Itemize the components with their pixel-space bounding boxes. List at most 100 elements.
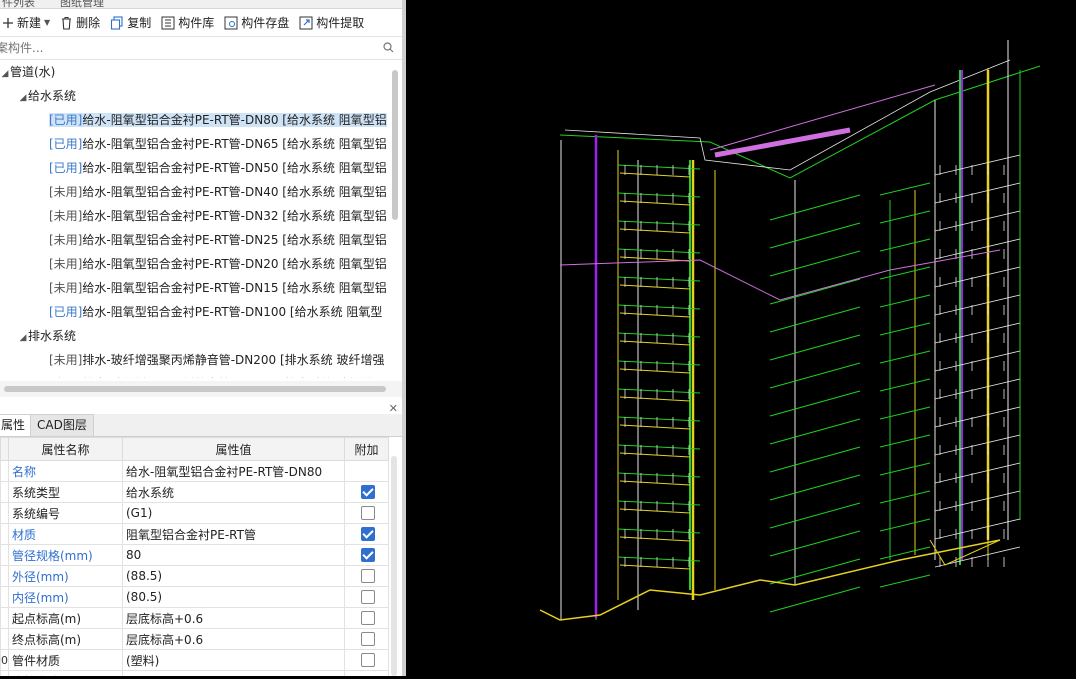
extra-cell xyxy=(344,670,389,676)
floor-branch xyxy=(619,172,691,178)
property-row[interactable]: 管径规格(mm)80 xyxy=(0,544,389,566)
extra-checkbox[interactable] xyxy=(361,548,375,563)
panel-splitter[interactable] xyxy=(402,0,406,676)
delete-button[interactable]: 删除 xyxy=(60,14,100,31)
floor-branch xyxy=(879,462,931,476)
tree-horizontal-scrollbar[interactable] xyxy=(4,386,386,392)
roof-outline xyxy=(564,59,1011,171)
floor-branch xyxy=(619,564,691,570)
tree-item[interactable]: [已用]给水-阻氧型铝合金衬PE-RT管-DN50 [给水系统 阻氧型铝 xyxy=(0,156,402,180)
tree-item[interactable]: [未用]给水-阻氧型铝合金衬PE-RT管-DN25 [给水系统 阻氧型铝 xyxy=(0,228,402,252)
component-name: 给水-阻氧型铝合金衬PE-RT管-DN15 [给水系统 阻氧型铝 xyxy=(82,281,387,295)
property-value[interactable]: 阻氧型铝合金衬PE-RT管 xyxy=(122,523,345,545)
property-value[interactable]: 给水系统 xyxy=(122,481,345,503)
search-icon[interactable] xyxy=(383,42,394,53)
extra-checkbox[interactable] xyxy=(361,569,375,584)
copy-icon xyxy=(111,15,123,30)
property-row[interactable]: 起点标高(m)层底标高+0.6 xyxy=(0,607,389,629)
extra-checkbox[interactable] xyxy=(361,506,375,521)
tab-cad-layers[interactable]: CAD图层 xyxy=(30,414,94,437)
extra-checkbox[interactable] xyxy=(361,527,375,542)
property-row[interactable]: 终点标高(m)层底标高+0.6 xyxy=(0,628,389,650)
close-icon[interactable]: ✕ xyxy=(388,402,398,415)
collapse-arrow-icon[interactable]: ◢ xyxy=(19,93,27,103)
floor-branch xyxy=(617,304,701,310)
library-button[interactable]: 构件库 xyxy=(161,14,214,31)
floor-branch xyxy=(617,276,701,282)
floor-branch xyxy=(879,378,931,392)
search-input[interactable] xyxy=(0,40,368,56)
new-button[interactable]: 新建 ▼ xyxy=(2,14,50,31)
tree-item[interactable]: [已用]给水-阻氧型铝合金衬PE-RT管-DN80 [给水系统 阻氧型铝 xyxy=(0,108,402,132)
collapse-arrow-icon[interactable]: ◢ xyxy=(1,69,9,79)
chevron-down-icon[interactable]: ▼ xyxy=(44,18,51,27)
tree-node-water-supply[interactable]: ◢给水系统 xyxy=(0,84,402,108)
tab-drawing-management[interactable]: 图纸管理 xyxy=(60,0,104,9)
property-row[interactable]: 系统类型给水系统 xyxy=(0,481,389,503)
tab-properties[interactable]: 属性 xyxy=(0,414,33,436)
property-scrollbar[interactable] xyxy=(391,456,397,676)
extra-checkbox[interactable] xyxy=(361,653,375,668)
tree-item[interactable]: [已用]给水-阻氧型铝合金衬PE-RT管-DN100 [给水系统 阻氧型 xyxy=(0,300,402,324)
row-index xyxy=(0,586,9,608)
tree-item[interactable]: [未用]给水-阻氧型铝合金衬PE-RT管-DN20 [给水系统 阻氧型铝 xyxy=(0,252,402,276)
floor-branch xyxy=(934,490,1021,512)
usage-status: [已用] xyxy=(49,161,83,175)
copy-button[interactable]: 复制 xyxy=(110,14,151,31)
extra-checkbox[interactable] xyxy=(361,611,375,626)
property-row[interactable]: 连接方式 xyxy=(0,670,389,676)
usage-status: [未用] xyxy=(49,353,83,367)
property-row[interactable]: 系统编号(G1) xyxy=(0,502,389,524)
roof-fixtures xyxy=(714,127,851,158)
property-value[interactable] xyxy=(122,670,345,676)
tree-vertical-scrollbar[interactable] xyxy=(392,70,398,220)
save-component-button[interactable]: 构件存盘 xyxy=(224,14,289,31)
tree-item[interactable]: [未用]排水-玻纤增强聚丙烯静音管-DN200 [排水系统 玻纤增强 xyxy=(0,348,402,372)
floor-branch xyxy=(769,306,861,333)
tree-node-drainage[interactable]: ◢排水系统 xyxy=(0,324,402,348)
floor-branch xyxy=(617,416,701,422)
tree-node-root[interactable]: ◢管道(水) xyxy=(0,60,402,84)
property-row[interactable]: 名称给水-阻氧型铝合金衬PE-RT管-DN80 xyxy=(0,460,389,482)
extra-checkbox[interactable] xyxy=(361,632,375,647)
property-value[interactable]: (88.5) xyxy=(122,565,345,587)
extra-checkbox[interactable] xyxy=(361,485,375,500)
floor-branch xyxy=(619,480,691,486)
floor-branch xyxy=(619,284,691,290)
extra-checkbox[interactable] xyxy=(361,590,375,605)
floor-branch xyxy=(879,210,931,224)
property-row[interactable]: 外径(mm)(88.5) xyxy=(0,565,389,587)
property-value[interactable]: 层底标高+0.6 xyxy=(122,607,345,629)
tab-component-list[interactable]: 件列表 xyxy=(2,0,35,9)
tree-item[interactable]: [未用]给水-阻氧型铝合金衬PE-RT管-DN15 [给水系统 阻氧型铝 xyxy=(0,276,402,300)
property-value[interactable]: 给水-阻氧型铝合金衬PE-RT管-DN80 xyxy=(122,460,345,482)
cad-viewport[interactable] xyxy=(406,0,1076,676)
tree-item[interactable]: [已用]给水-阻氧型铝合金衬PE-RT管-DN65 [给水系统 阻氧型铝 xyxy=(0,132,402,156)
property-row[interactable]: 内径(mm)(80.5) xyxy=(0,586,389,608)
floor-branch xyxy=(934,238,1021,260)
pipe-3d-view[interactable] xyxy=(406,0,1076,676)
tree-item[interactable]: [未用]给水-阻氧型铝合金衬PE-RT管-DN32 [给水系统 阻氧型铝 xyxy=(0,204,402,228)
row-index xyxy=(0,502,9,524)
roof-pipe xyxy=(709,84,936,151)
property-value[interactable]: (塑料) xyxy=(122,649,345,671)
property-value[interactable]: 层底标高+0.6 xyxy=(122,628,345,650)
floor-branch xyxy=(879,518,931,532)
property-value[interactable]: (G1) xyxy=(122,502,345,524)
property-value[interactable]: (80.5) xyxy=(122,586,345,608)
property-name: 管径规格(mm) xyxy=(8,544,123,566)
tree-item[interactable]: [未用]排水-玻纤增强聚丙烯静音管-DN100 [排水系统 玻纤增强 xyxy=(0,372,402,378)
property-value[interactable]: 80 xyxy=(122,544,345,566)
floor-branch xyxy=(934,154,1021,176)
component-name: 排水-玻纤增强聚丙烯静音管-DN200 [排水系统 玻纤增强 xyxy=(82,353,385,367)
extract-component-button[interactable]: 构件提取 xyxy=(299,14,364,31)
tree-item[interactable]: [未用]给水-阻氧型铝合金衬PE-RT管-DN40 [给水系统 阻氧型铝 xyxy=(0,180,402,204)
collapse-arrow-icon[interactable]: ◢ xyxy=(19,333,27,343)
floor-branch xyxy=(879,294,931,308)
property-row[interactable]: 材质阻氧型铝合金衬PE-RT管 xyxy=(0,523,389,545)
floor-branch xyxy=(617,472,701,478)
floor-branch xyxy=(934,350,1021,372)
property-name: 起点标高(m) xyxy=(8,607,123,629)
component-name: 排水-玻纤增强聚丙烯静音管-DN100 [排水系统 玻纤增强 xyxy=(82,377,384,378)
